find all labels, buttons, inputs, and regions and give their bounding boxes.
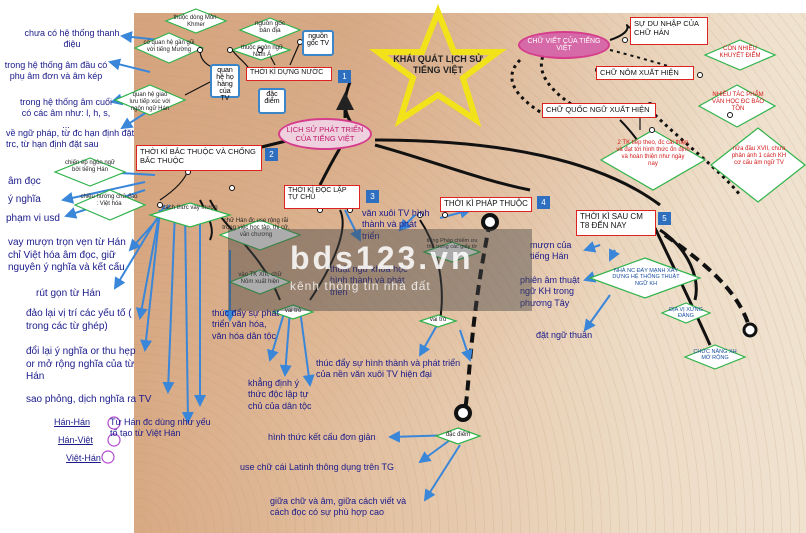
left-node-13: Hán-Hán [54,417,91,427]
period-5-box: THỜI KÌ SAU CM T8 ĐẾN NAY [576,210,656,236]
script-diamond-4: nửa đầu XVII, chưa phản ánh 1 cách KH cơ… [731,146,787,166]
left-node-5: âm đọc [8,176,41,187]
left-node-1: chưa có hệ thống thanh điệu [24,28,120,50]
p2-diamond-1: chiến ép ngôn ngữ bởi tiếng Hán [64,160,116,173]
period-1-box: THỜI KÌ DỰNG NƯỚC [246,67,332,81]
star-shape [368,3,508,128]
p3-text-1: thúc đẩy sự phát triển văn hóa, văn hóa … [212,308,280,341]
period-4-number: 4 [537,196,550,209]
script-box-1: SỰ DU NHẬP CỦA CHỮ HÁN [630,17,708,45]
period-4-box: THỜI KÌ PHÁP THUỘC [440,197,532,212]
period-3-number: 3 [366,190,379,203]
p5-text-3: đặt ngữ thuần [536,330,593,340]
period-5-number: 5 [658,212,671,225]
top-diamond-4: thuộc ngôn ngữ Nam Á [240,45,284,58]
p2-diamond-2: chiều hướng chủ đạo : Việt hóa [80,194,138,207]
left-node-11: đổi lại ý nghĩa or thu hẹp or mở rộng ng… [26,346,136,382]
left-node-14: Hán-Việt [58,435,93,445]
p3-text-2: khẳng định ý thức độc lập tự chủ của dân… [248,378,312,411]
p3-diamond-2: vào TK XIII, chữ Nôm xuất hiện [238,272,282,285]
top-diamond-3: nguồn gốc bản địa [254,20,286,35]
period-1-number: 1 [338,70,351,83]
watermark-panel [228,229,532,311]
left-node-12: sao phỏng, dịch nghĩa ra TV [26,394,152,405]
p4-diamond-3: đặc điểm [445,432,471,438]
script-box-2: CHỮ NÔM XUẤT HIỆN [596,66,694,80]
p5-diamond-2: ĐỊA VỊ XỨNG ĐÁNG [669,307,703,320]
origin-box: nguồn gốc TV [302,30,334,56]
p4-text-1: văn xuôi TV hình thành và phát triển [362,208,430,241]
left-node-3: trong hệ thống âm cuối có các âm như: l,… [19,97,113,130]
watermark-logo: bds123.vn [290,240,474,276]
p4-diamond-2: vai trò [429,317,447,323]
script-diamond-3: 2 TK tiếp theo, đc cải thiện và đạt tới … [616,140,690,167]
watermark-tagline: kênh thông tin nhà đất [290,279,431,293]
p4-text-6: giữa chữ và âm, giữa cách viết và cách đ… [270,496,407,518]
script-oval: CHỮ VIẾT CỦA TIẾNG VIỆT [518,31,610,59]
left-node-8: vay mượn trọn vẹn từ Hán chỉ Việt hóa âm… [8,237,126,273]
script-diamond-1: CÒN NHIỀU KHUYẾT ĐIỂM [719,46,761,59]
left-node-4: về ngữ pháp, từ đc hạn định đặt trc, từ … [6,128,135,150]
period-3-box: THỜI KÌ ĐỘC LẬP TỰ CHỦ [284,185,360,209]
history-oval: LỊCH SỬ PHÁT TRIỂN CỦA TIẾNG VIỆT [278,118,372,150]
p3-diamond-1: chữ Hán đc use rộng rãi trong việc học t… [222,218,290,238]
p4-diamond-1: tiếng Pháp chiếm ưu thế trong các giấy t… [426,238,478,251]
p4-text-4: hình thức kết cấu đơn giản [268,432,376,442]
script-box-3: CHỮ QUỐC NGỮ XUẤT HIỆN [542,103,656,118]
top-diamond-1: thuộc dòng Môn-Khmer [173,15,219,28]
p5-diamond-3: CHỨC NĂNG XH MỞ RỘNG [693,349,737,362]
p4-text-5: use chữ cái Latinh thông dụng trên TG [240,462,394,472]
p3-diamond-3: vai trò [284,308,302,314]
p5-diamond-1: NHÀ NC ĐẨY MẠNH XÂY DỰNG HỆ THỐNG THUẬT … [612,268,680,287]
left-node-10: đảo lại vị trí các yếu tố ( trong các từ… [26,308,132,332]
traits-box: đặc điểm [258,88,286,114]
left-node-9: rút gọn từ Hán [36,288,101,299]
period-2-number: 2 [265,148,278,161]
p5-text-2: phiên âm thuật ngữ KH trong phương Tây [520,275,580,308]
top-diamond-5: quan hệ giao lưu tiếp xúc với ngôn ngữ H… [129,92,171,112]
main-title: KHÁI QUÁT LỊCH SỬ TIẾNG VIỆT [393,54,483,76]
left-node-6: ý nghĩa [8,194,41,205]
p2-diamond-3: cách thức vay mượn [162,205,218,211]
p5-text-1: mượn của tiếng Hán [530,240,572,262]
period-2-box: THỜI KÌ BẮC THUỘC VÀ CHỐNG BẮC THUỘC [136,145,262,171]
left-node-15: Việt-Hán [66,453,101,463]
left-node-7: phạm vi usd [6,213,60,224]
script-diamond-2: NHIỀU TÁC PHẨM VĂN HỌC ĐC BẢO TỒN [712,92,765,112]
left-node-2: trong hệ thống âm đầu có phụ âm đơn và â… [4,60,108,82]
relation-box: quan hệ họ hàng của TV [210,64,240,102]
p4-text-2: thuật ngữ khoa học hình thành và phát tr… [330,264,408,297]
left-node-16: Từ Hán đc dùng như yếu tố tạo từ Việt Há… [110,417,211,439]
top-diamond-2: có quan hệ gần gũi với tiếng Mường [143,40,195,53]
p4-text-3: thúc đẩy sự hình thành và phát triển của… [316,358,461,380]
